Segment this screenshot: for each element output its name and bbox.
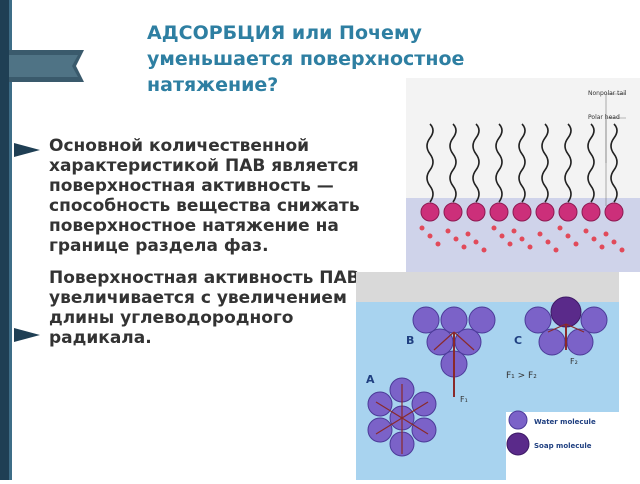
surfactant-tail	[541, 123, 549, 203]
water-droplet	[553, 247, 559, 253]
water-droplet	[591, 236, 597, 242]
water-droplet	[491, 225, 497, 231]
cluster-b	[412, 306, 496, 397]
polar-head	[466, 202, 486, 222]
label-c: C	[514, 334, 522, 347]
force-relation: F₁ > F₂	[506, 371, 537, 381]
slide-title: АДСОРБЦИЯ или Почему уменьшается поверхн…	[147, 22, 465, 96]
air-region	[356, 272, 619, 302]
water-molecule-swatch	[508, 410, 528, 430]
surfactant-tail	[587, 123, 595, 203]
surfactant-tail	[610, 123, 618, 203]
cluster-a	[367, 377, 437, 457]
polar-head	[489, 202, 509, 222]
water-droplet	[453, 236, 459, 242]
label-f2: F₂	[570, 357, 578, 366]
water-droplet	[527, 244, 533, 250]
polar-head	[535, 202, 555, 222]
label-a: A	[366, 373, 375, 386]
bullet-arrow-2	[14, 328, 40, 342]
surfactant-tail	[426, 123, 434, 203]
water-droplet	[519, 236, 525, 242]
left-accent-stripe	[9, 0, 12, 480]
surfactant-tail	[472, 123, 480, 203]
water-droplet	[603, 231, 609, 237]
arrow-decorations	[9, 50, 84, 342]
water-droplet	[573, 241, 579, 247]
surface-tension-diagram: B F₁ C F₂ F₁ > F₂	[356, 272, 619, 480]
water-droplet	[545, 239, 551, 245]
water-droplet	[557, 225, 563, 231]
nonpolar-tail-label: Nonpolar tail	[588, 90, 627, 97]
water-droplet	[445, 228, 451, 234]
polar-head	[420, 202, 440, 222]
soap-molecule-swatch	[506, 432, 530, 456]
label-f1: F₁	[460, 395, 468, 404]
water-droplet	[499, 233, 505, 239]
polar-head	[604, 202, 624, 222]
label-b: B	[406, 334, 414, 347]
bullet-arrow-1	[14, 143, 40, 157]
water-droplet	[511, 228, 517, 234]
water-droplet	[507, 241, 513, 247]
surfactant-tail	[495, 123, 503, 203]
water-droplet	[619, 247, 625, 253]
water-droplet	[599, 244, 605, 250]
water-droplet	[435, 241, 441, 247]
surfactant-diagram: Nonpolar tail Polar head	[406, 90, 640, 272]
water-droplet	[473, 239, 479, 245]
polar-head	[443, 202, 463, 222]
legend-water: Water molecule	[534, 418, 596, 426]
water-droplet	[583, 228, 589, 234]
water-droplet	[611, 239, 617, 245]
paragraph-2: Поверхностная активность ПАВ увеличивает…	[49, 268, 360, 348]
slide-body: Основной количественной характеристикой …	[49, 136, 369, 360]
polar-head	[512, 202, 532, 222]
left-accent-bar	[0, 0, 9, 480]
water-droplet	[537, 231, 543, 237]
polar-head	[558, 202, 578, 222]
surfactant-tail	[564, 123, 572, 203]
polar-head-label: Polar head	[588, 114, 620, 121]
water-droplet	[419, 225, 425, 231]
paragraph-1: Основной количественной характеристикой …	[49, 136, 360, 256]
surfactant-interface-figure: Nonpolar tail Polar head	[406, 78, 640, 272]
surfactant-tail	[518, 123, 526, 203]
water-droplet	[481, 247, 487, 253]
legend-soap: Soap molecule	[534, 442, 592, 450]
water-droplet	[461, 244, 467, 250]
polar-head	[581, 202, 601, 222]
cluster-c	[524, 296, 608, 356]
surfactant-tail	[449, 123, 457, 203]
water-droplet	[465, 231, 471, 237]
surface-tension-figure: B F₁ C F₂ F₁ > F₂	[356, 272, 619, 480]
water-droplet	[427, 233, 433, 239]
water-droplet	[565, 233, 571, 239]
